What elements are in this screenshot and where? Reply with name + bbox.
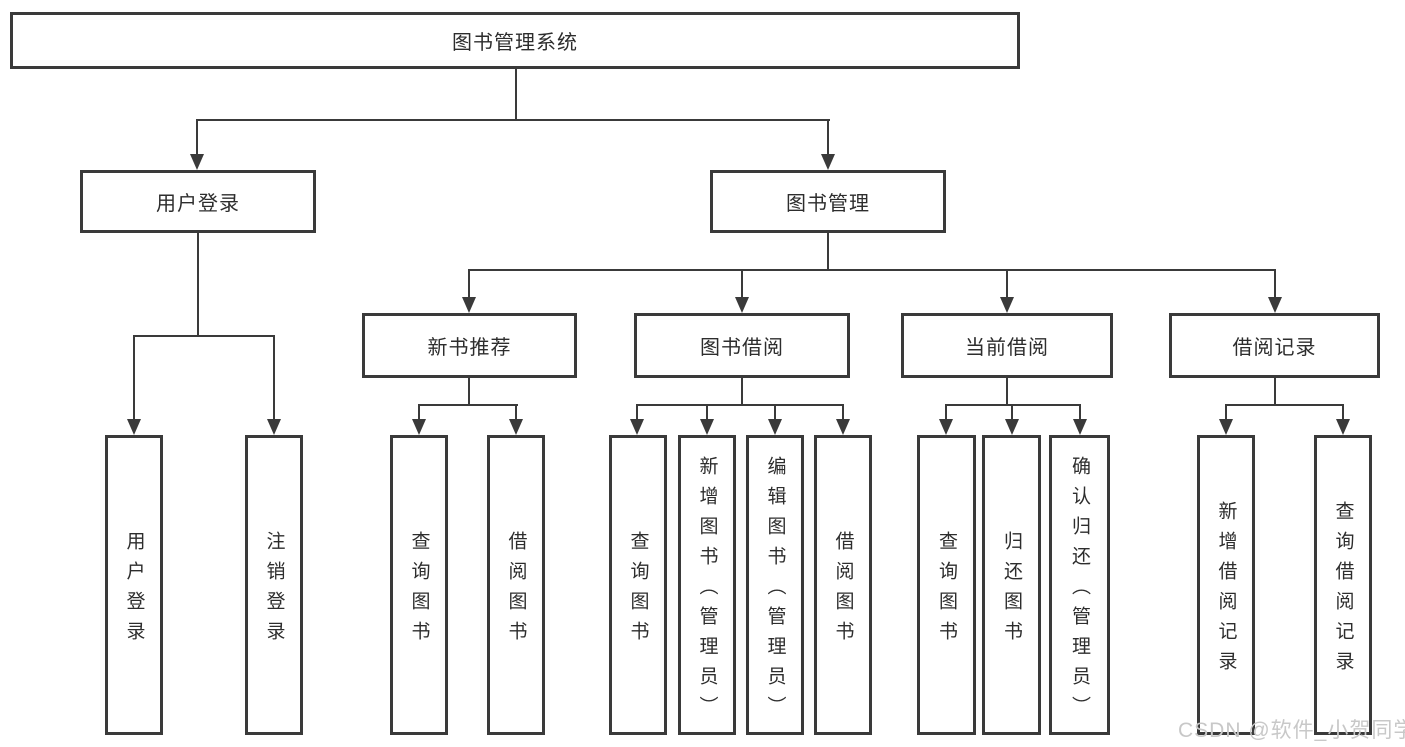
arrow-down-icon	[267, 419, 281, 435]
arrow-down-icon	[412, 419, 426, 435]
node-leaf-cb-query: 查询图书	[917, 435, 976, 735]
node-borrow-record-label: 借阅记录	[1232, 337, 1317, 359]
connector-new-book-rec-rail	[418, 404, 518, 406]
connector-stem	[827, 119, 829, 156]
arrow-down-icon	[462, 297, 476, 313]
arrow-down-icon	[127, 419, 141, 435]
connector-stem	[636, 404, 638, 421]
node-leaf-br-query: 查询借阅记录	[1314, 435, 1372, 735]
node-borrow-record: 借阅记录	[1169, 313, 1380, 378]
node-leaf-bb-edit-label: 编辑图书（管理员）	[764, 455, 786, 726]
arrow-down-icon	[1268, 297, 1282, 313]
node-current-borrow: 当前借阅	[901, 313, 1113, 378]
node-new-book-rec: 新书推荐	[362, 313, 577, 378]
node-leaf-cb-confirm: 确认归还（管理员）	[1049, 435, 1110, 735]
node-root: 图书管理系统	[10, 12, 1020, 69]
node-book-mgmt: 图书管理	[710, 170, 946, 233]
node-leaf-bb-borrow-label: 借阅图书	[832, 530, 854, 651]
arrow-down-icon	[509, 419, 523, 435]
arrow-down-icon	[735, 297, 749, 313]
connector-stem	[774, 404, 776, 421]
connector-stem	[515, 404, 517, 421]
arrow-down-icon	[939, 419, 953, 435]
arrow-down-icon	[1005, 419, 1019, 435]
connector-book-borrow-rail	[636, 404, 844, 406]
connector-level3-rail	[468, 269, 1276, 271]
connector-book-mgmt-stub	[827, 231, 829, 271]
connector-current-borrow-stub	[1006, 376, 1008, 406]
connector-user-login-rail	[133, 335, 275, 337]
node-leaf-user-login-label: 用户登录	[123, 530, 145, 651]
node-leaf-bb-add-label: 新增图书（管理员）	[696, 455, 718, 726]
connector-stem	[1006, 269, 1008, 299]
node-user-login-label: 用户登录	[156, 193, 240, 215]
connector-level2-rail	[196, 119, 830, 121]
node-leaf-cb-return-label: 归还图书	[1001, 530, 1022, 651]
node-leaf-user-login: 用户登录	[105, 435, 163, 735]
arrow-down-icon	[821, 154, 835, 170]
node-leaf-bb-query: 查询图书	[609, 435, 667, 735]
connector-book-borrow-stub	[741, 376, 743, 406]
node-current-borrow-label: 当前借阅	[965, 337, 1049, 359]
node-user-login: 用户登录	[80, 170, 316, 233]
connector-stem	[706, 404, 708, 421]
connector-user-login-stub	[197, 231, 199, 337]
node-book-borrow-label: 图书借阅	[700, 337, 784, 359]
arrow-down-icon	[1336, 419, 1350, 435]
connector-current-borrow-rail	[945, 404, 1081, 406]
arrow-down-icon	[190, 154, 204, 170]
arrow-down-icon	[1073, 419, 1087, 435]
node-leaf-cb-query-label: 查询图书	[936, 530, 957, 651]
node-leaf-logout: 注销登录	[245, 435, 303, 735]
connector-root-stub	[515, 68, 517, 121]
node-leaf-nbr-borrow-label: 借阅图书	[505, 530, 527, 651]
arrow-down-icon	[768, 419, 782, 435]
node-leaf-bb-query-label: 查询图书	[627, 530, 649, 651]
node-leaf-bb-add: 新增图书（管理员）	[678, 435, 736, 735]
node-leaf-nbr-query-label: 查询图书	[408, 530, 430, 651]
connector-stem	[196, 119, 198, 156]
node-new-book-rec-label: 新书推荐	[427, 337, 512, 359]
node-leaf-br-query-label: 查询借阅记录	[1332, 500, 1354, 681]
arrow-down-icon	[836, 419, 850, 435]
connector-new-book-rec-stub	[468, 376, 470, 406]
node-leaf-nbr-query: 查询图书	[390, 435, 448, 735]
connector-borrow-record-stub	[1274, 376, 1276, 406]
node-leaf-logout-label: 注销登录	[263, 530, 285, 651]
connector-stem	[945, 404, 947, 421]
connector-stem	[1079, 404, 1081, 421]
arrow-down-icon	[630, 419, 644, 435]
connector-stem	[418, 404, 420, 421]
arrow-down-icon	[700, 419, 714, 435]
connector-stem	[133, 335, 135, 421]
node-leaf-bb-borrow: 借阅图书	[814, 435, 872, 735]
node-leaf-br-add-label: 新增借阅记录	[1215, 500, 1237, 681]
connector-stem	[273, 335, 275, 421]
node-leaf-cb-return: 归还图书	[982, 435, 1041, 735]
connector-stem	[468, 269, 470, 299]
node-leaf-br-add: 新增借阅记录	[1197, 435, 1255, 735]
connector-stem	[842, 404, 844, 421]
arrow-down-icon	[1219, 419, 1233, 435]
connector-stem	[1011, 404, 1013, 421]
connector-borrow-record-rail	[1225, 404, 1344, 406]
connector-stem	[1342, 404, 1344, 421]
node-book-mgmt-label: 图书管理	[786, 193, 870, 215]
node-leaf-cb-confirm-label: 确认归还（管理员）	[1069, 455, 1090, 726]
node-leaf-bb-edit: 编辑图书（管理员）	[746, 435, 804, 735]
arrow-down-icon	[1000, 297, 1014, 313]
node-root-label: 图书管理系统	[452, 32, 578, 54]
node-leaf-nbr-borrow: 借阅图书	[487, 435, 545, 735]
watermark: CSDN @软件_小贺同学	[1178, 719, 1405, 742]
node-book-borrow: 图书借阅	[634, 313, 850, 378]
connector-stem	[741, 269, 743, 299]
connector-stem	[1225, 404, 1227, 421]
connector-stem	[1274, 269, 1276, 299]
